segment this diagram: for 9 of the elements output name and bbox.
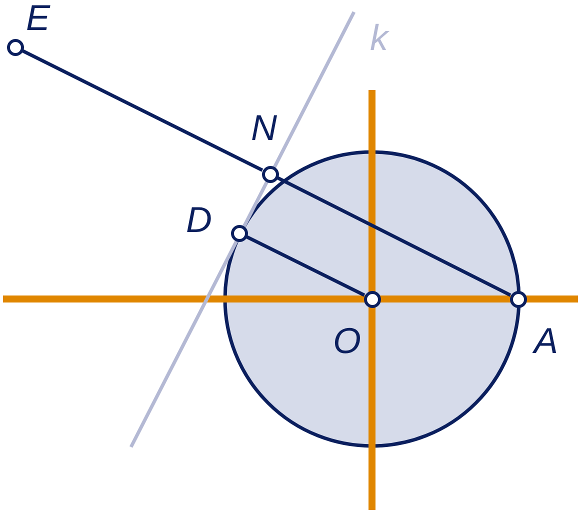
line-segment [246,235,366,297]
point-label: N [251,110,277,146]
point-label: A [534,323,558,359]
line-label: k [370,20,388,56]
point-label: O [333,323,362,359]
line-segment [276,176,512,297]
point-label: D [186,202,212,238]
line-segment [22,49,264,172]
point-label: E [26,0,50,36]
